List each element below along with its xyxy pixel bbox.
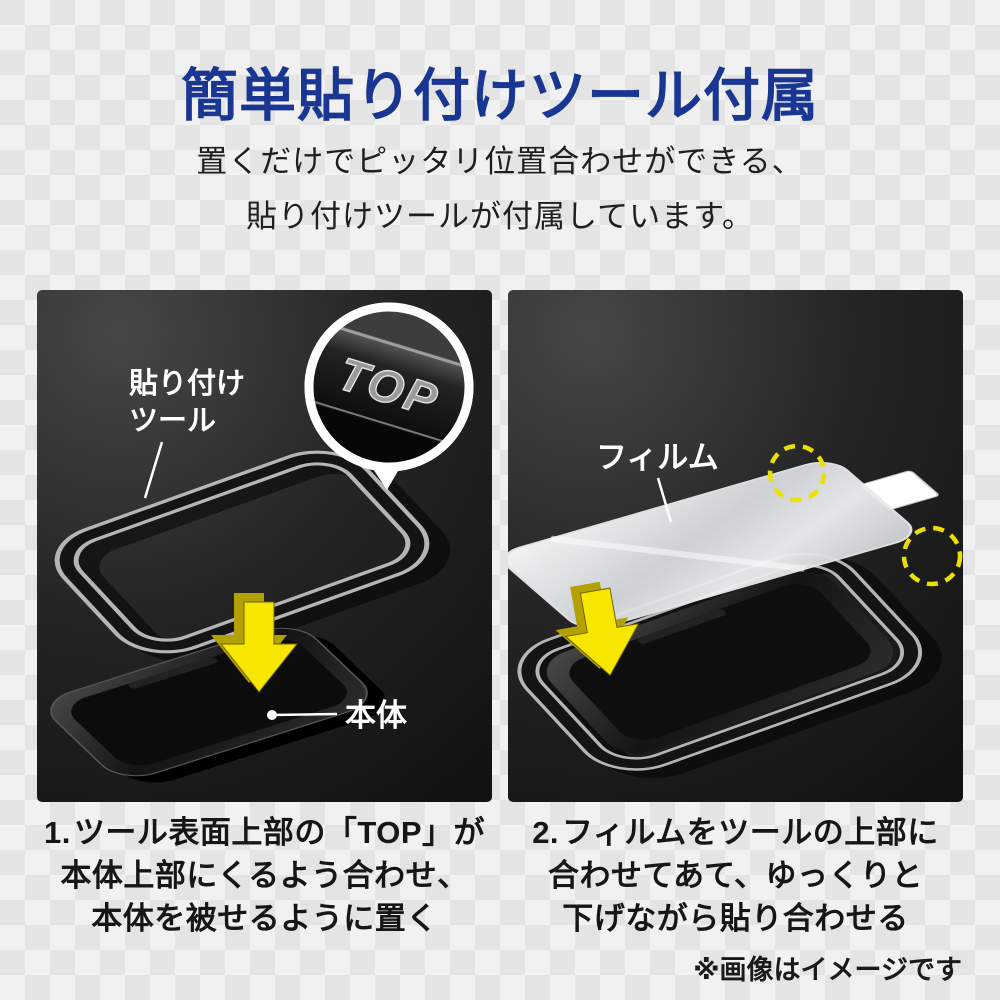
step1-caption: 1.ツール表面上部の「TOP」が 本体上部にくるよう合わせ、 本体を被せるように… xyxy=(37,812,492,940)
step2-illustration: フィルム xyxy=(508,440,963,779)
step2-caption-line3: 下げながら貼り合わせる xyxy=(562,900,909,936)
step2-caption-line2: 合わせてあて、ゆっくりと xyxy=(548,857,923,893)
step1-caption-line2: 本体上部にくるよう合わせ、 xyxy=(60,857,469,893)
film-label-pointer-line xyxy=(656,477,673,523)
subtitle-line2: 貼り付けツールが付属しています。 xyxy=(246,199,754,234)
device-body xyxy=(50,627,386,783)
step2-caption-text1: フィルムをツールの上部に xyxy=(562,815,939,850)
protective-film xyxy=(508,462,939,628)
tool-with-device xyxy=(517,552,942,779)
step1-panel: TOP 貼り付け ツール 本体 xyxy=(37,290,492,802)
step1-caption-line3: 本体を被せるように置く xyxy=(91,900,438,936)
step1-caption-text1: ツール表面上部の「TOP」が xyxy=(73,815,486,850)
alignment-circle-right xyxy=(901,525,963,587)
body-label: 本体 xyxy=(345,698,407,733)
subtitle-line1: 置くだけでピッタリ位置合わせができる、 xyxy=(196,144,804,179)
top-magnifier-callout: TOP xyxy=(304,302,474,490)
step2-caption: 2.フィルムをツールの上部に 合わせてあて、ゆっくりと 下げながら貼り合わせる xyxy=(508,812,963,940)
alignment-circle-top xyxy=(767,443,827,503)
image-disclaimer-note: ※画像はイメージです xyxy=(693,955,962,985)
step1-caption-line1: 1.ツール表面上部の「TOP」が xyxy=(37,812,492,855)
page-title: 簡単貼り付けツール付属 xyxy=(181,64,819,128)
step2-number: 2. xyxy=(532,815,560,850)
down-arrow-icon xyxy=(555,581,640,677)
tool-label-line2: ツール xyxy=(129,405,216,437)
down-arrow-icon xyxy=(211,593,299,693)
step1-number: 1. xyxy=(43,815,71,850)
tool-label-pointer-line xyxy=(143,441,164,499)
step1-illustration: TOP 貼り付け ツール 本体 xyxy=(50,302,474,783)
step2-caption-line1: 2.フィルムをツールの上部に xyxy=(508,812,963,855)
film-label: フィルム xyxy=(596,440,719,475)
step2-panel: フィルム xyxy=(508,290,963,802)
tool-label-line1: 貼り付け xyxy=(129,367,245,400)
body-label-pointer-line xyxy=(271,712,338,717)
application-tool-frame xyxy=(54,450,450,662)
